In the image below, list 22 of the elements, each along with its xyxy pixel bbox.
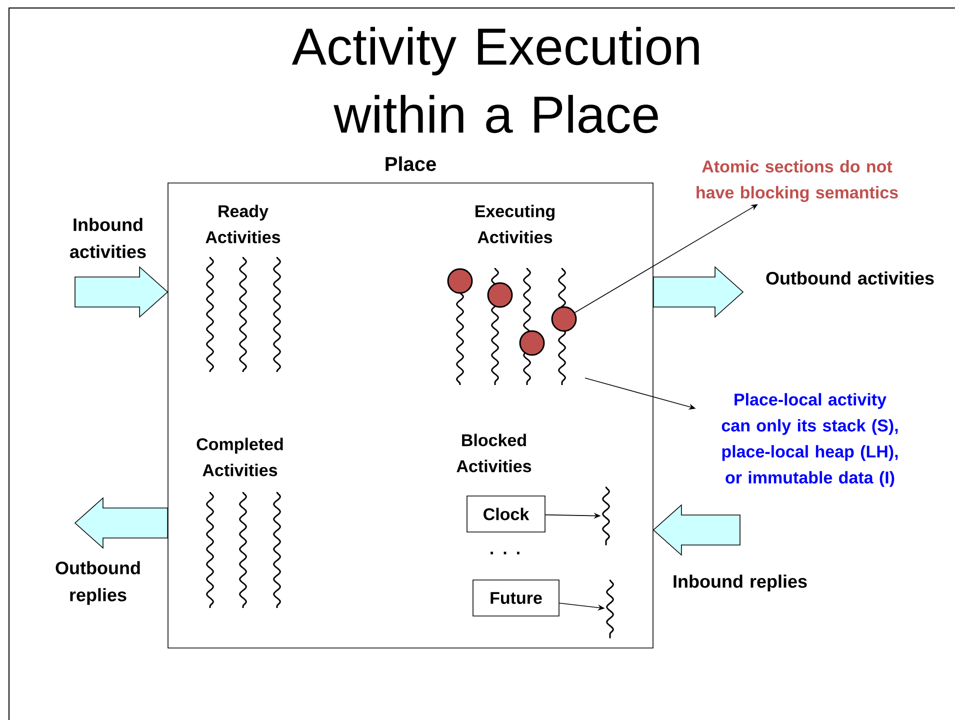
- block-arrow: [74, 266, 168, 318]
- flow-label: Outbound activities: [766, 271, 934, 285]
- title: Activity Execution within a Place: [292, 26, 699, 134]
- group-label: Ready Activities: [206, 204, 280, 244]
- flow-label: Inbound replies: [674, 574, 807, 592]
- node-label: Place: [386, 156, 436, 172]
- flow-label: Inbound activities: [70, 218, 146, 258]
- trigger-box: Clock: [466, 496, 546, 532]
- group-label: Blocked Activities: [456, 434, 532, 472]
- group-label: Completed Activities: [196, 438, 283, 476]
- thread-line: [602, 486, 610, 546]
- ellipsis: . . .: [490, 552, 520, 554]
- group-label: Executing Activities: [476, 204, 554, 244]
- flow-label: Outbound replies: [56, 561, 140, 605]
- thread-line: [606, 580, 614, 638]
- block-arrow: [74, 497, 168, 549]
- block-arrow: [652, 504, 740, 556]
- note-text: Place-local activity can only its stack (S), place-local heap (LH), or immutable data (I): [722, 393, 898, 487]
- trigger-box: Future: [472, 580, 560, 616]
- note-text: Atomic sections do not have blocking semantics: [696, 160, 898, 202]
- bead-circle: [551, 306, 577, 332]
- block-arrow: [653, 266, 744, 318]
